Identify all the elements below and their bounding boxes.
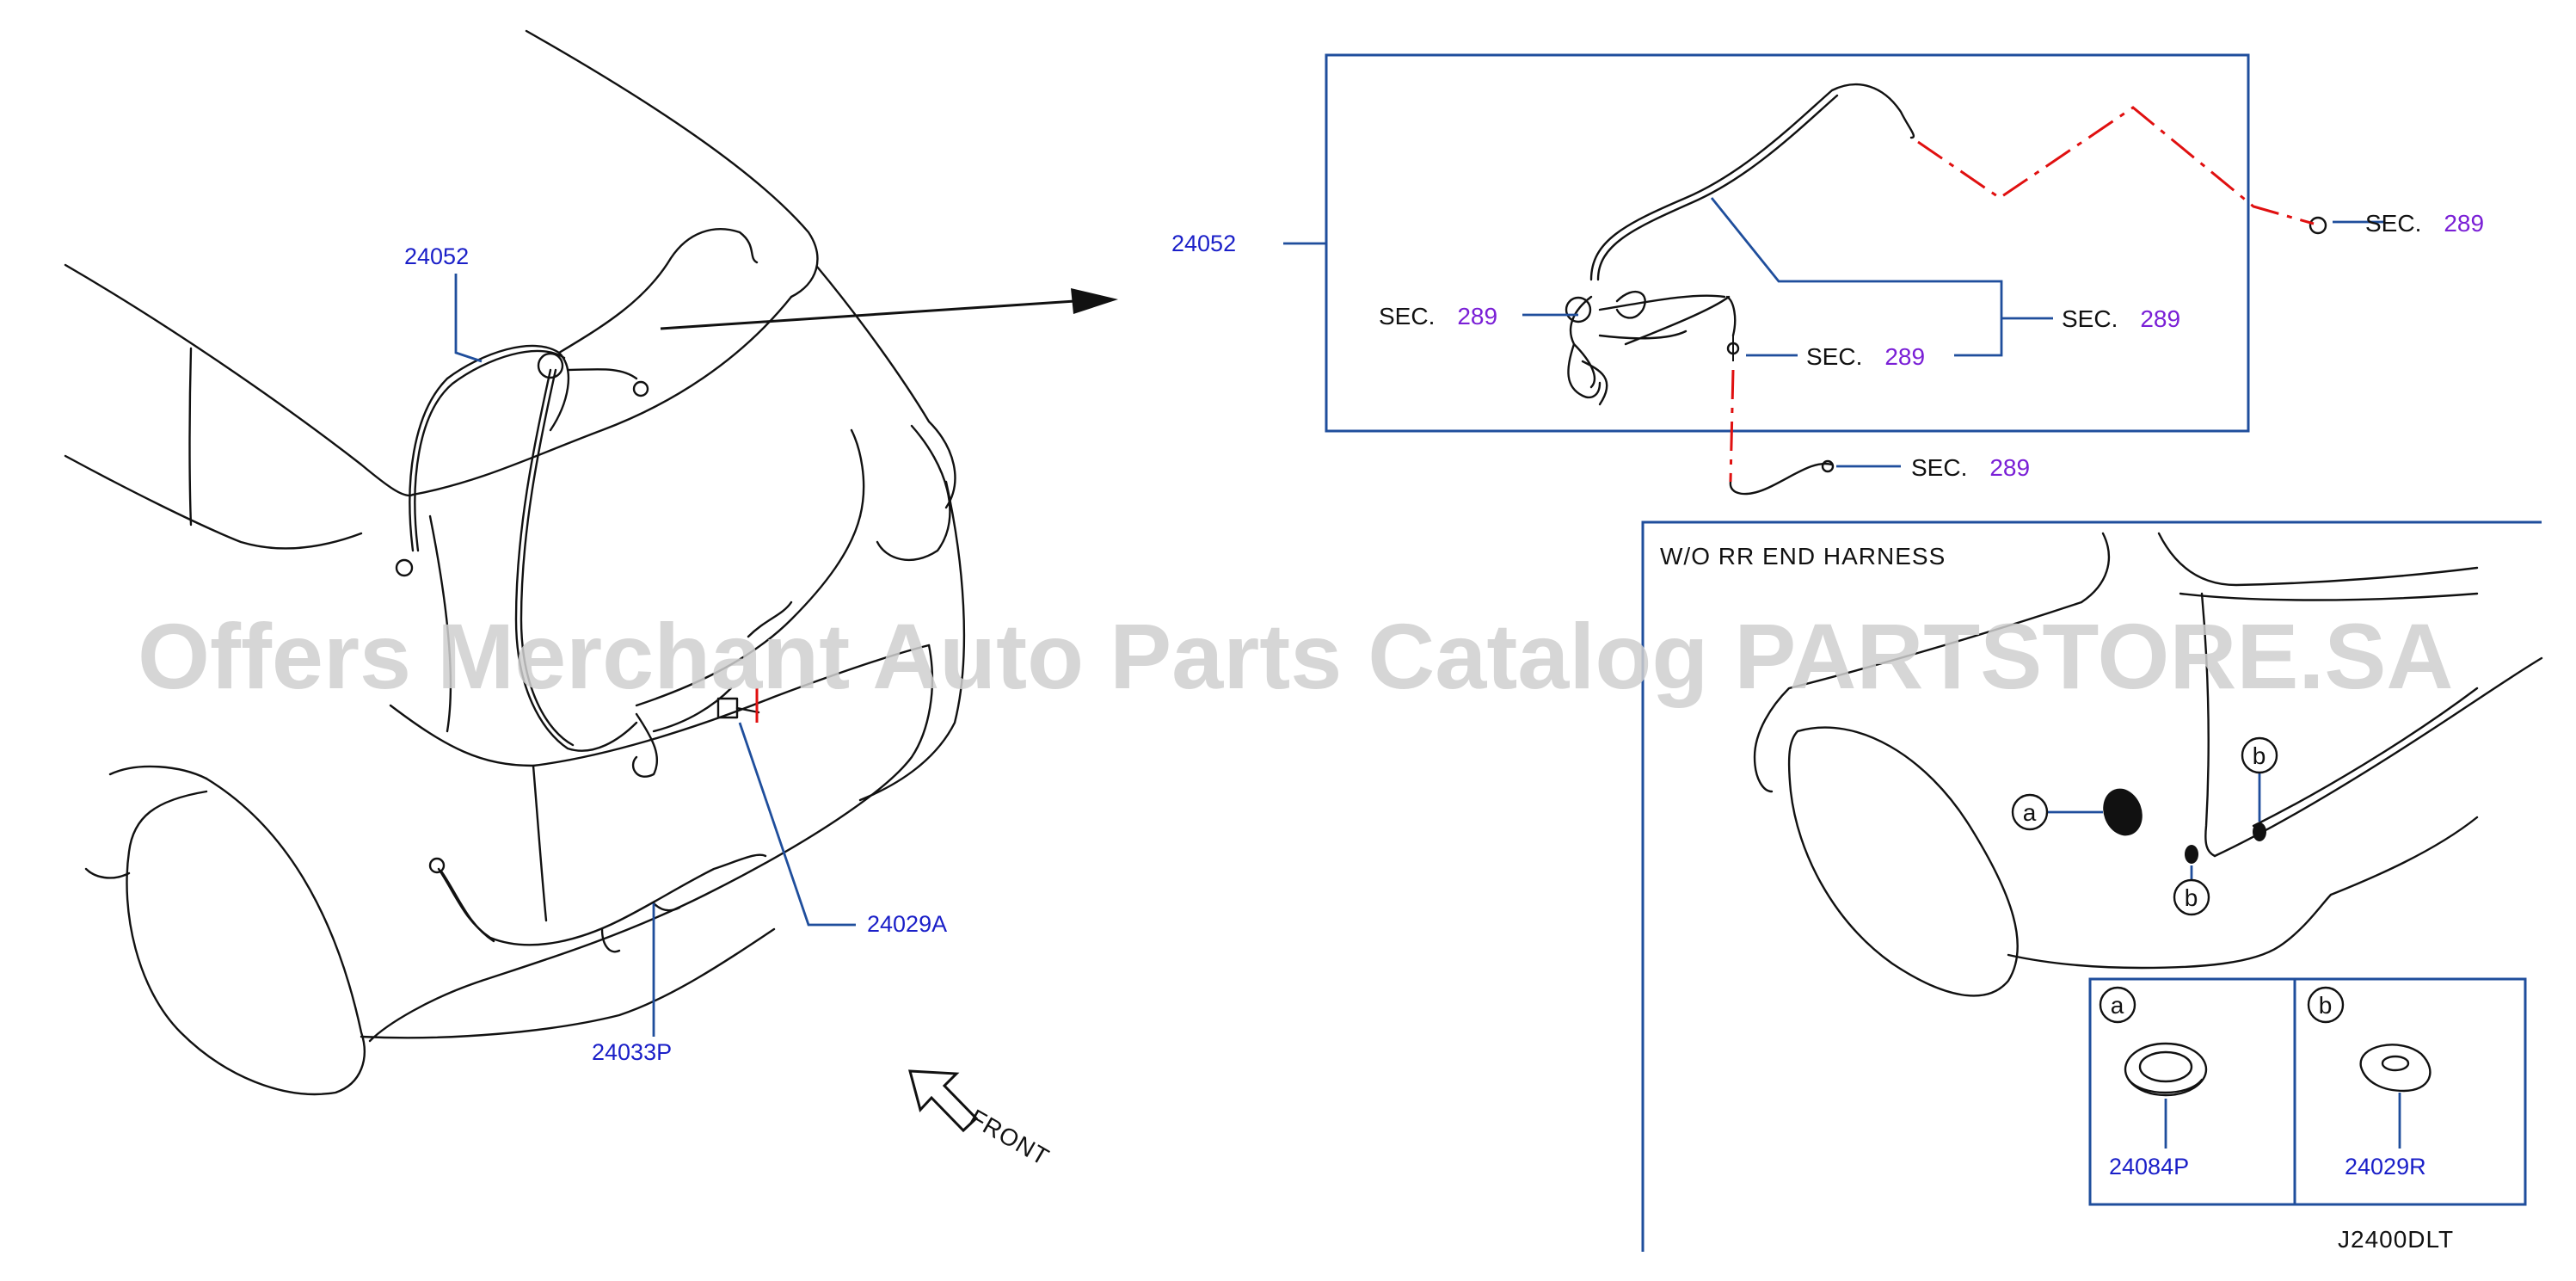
wiring-harness-lower (428, 853, 767, 953)
marker-a-box-label: a (2111, 992, 2125, 1019)
detail-arrow (660, 288, 1118, 330)
diagram-code: J2400DLT (2338, 1226, 2454, 1253)
callout-24029a: 24029A (867, 911, 947, 937)
inset-frame (1641, 520, 2542, 1252)
phantom-line-upper (1917, 106, 2315, 225)
sec-ref-mid: SEC.289 (1806, 343, 1925, 370)
inset-title: W/O RR END HARNESS (1660, 543, 1946, 570)
marker-b-inset-right-label: b (2253, 742, 2267, 769)
front-label: FRONT (965, 1104, 1054, 1171)
detail-harness (1565, 83, 2327, 496)
marker-b-inset-left: b (2173, 878, 2210, 916)
sec-ref-top: SEC.289 (2365, 210, 2484, 237)
marker-b-box-label: b (2319, 992, 2333, 1019)
sec-ref-right: SEC.289 (2062, 305, 2180, 332)
sec-ref-bottom: SEC.289 (1911, 454, 2030, 481)
phantom-line-lower (1729, 369, 1735, 483)
callout-24029r: 24029R (2345, 1154, 2426, 1179)
leader-24052-left (454, 274, 483, 363)
wiring-harness-main (395, 228, 865, 778)
grommet-24029r-icon (2359, 1044, 2432, 1093)
marker-b-inset-right: b (2241, 736, 2278, 774)
marker-a-inset-label: a (2023, 799, 2038, 826)
front-arrow-icon (908, 1069, 979, 1133)
parts-box (2088, 977, 2527, 1206)
marker-a-box: a (2099, 986, 2136, 1024)
leader-sec-right (1710, 197, 2003, 357)
detail-box (1325, 53, 2250, 433)
grommet-hole-b-left (2185, 845, 2198, 864)
grommet-hole-a (2103, 788, 2143, 836)
marker-b-box: b (2307, 986, 2345, 1024)
callout-24033p: 24033P (592, 1039, 672, 1065)
watermark: Offers Merchant Auto Parts Catalog PARTS… (138, 604, 2453, 708)
vehicle-rear-view (64, 29, 966, 1096)
grommet-hole-b-right (2253, 822, 2266, 841)
grommet-24084p-icon (2124, 1042, 2208, 1097)
callout-24052: 24052 (404, 243, 469, 269)
callout-24052-detail: 24052 (1171, 231, 1236, 256)
callout-24084p: 24084P (2109, 1154, 2189, 1179)
leader-24029a (738, 722, 856, 927)
inset-vehicle-body (1753, 532, 2543, 997)
marker-a-inset: a (2011, 793, 2049, 831)
bolt-24029a (716, 688, 760, 723)
sec-ref-left: SEC.289 (1379, 303, 1497, 329)
marker-b-inset-left-label: b (2185, 884, 2199, 911)
